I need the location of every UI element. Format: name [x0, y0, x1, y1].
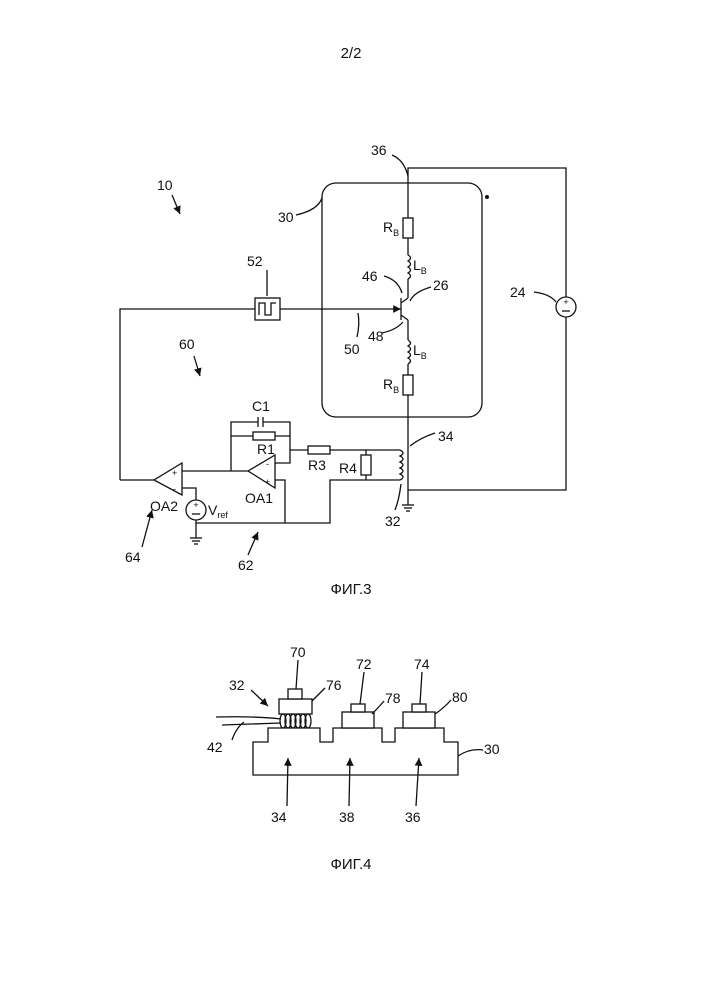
opamp-oa1: [248, 455, 275, 488]
svg-text:-: -: [266, 459, 269, 469]
resistor-r1: [253, 432, 275, 440]
ref-34: 34: [438, 428, 454, 444]
ref-62: 62: [238, 557, 254, 573]
ref-42: 42: [207, 739, 223, 755]
label-r4: R4: [339, 460, 357, 476]
ref-46: 46: [362, 268, 378, 284]
ref-32: 32: [385, 513, 401, 529]
ref-80: 80: [452, 689, 468, 705]
ref-78: 78: [385, 690, 401, 706]
label-c1: C1: [252, 398, 270, 414]
label-oa2: OA2: [150, 498, 178, 514]
page-number: 2/2: [341, 45, 362, 62]
svg-text:+: +: [265, 477, 270, 487]
figure-3-caption: ФИГ.3: [331, 581, 372, 598]
ref-30: 30: [278, 209, 294, 225]
resistor-r4: [361, 455, 371, 475]
ref-48: 48: [368, 328, 384, 344]
terminal-70: [288, 689, 302, 699]
label-r3: R3: [308, 457, 326, 473]
ref-52: 52: [247, 253, 263, 269]
ref-64: 64: [125, 549, 141, 565]
ref-60: 60: [179, 336, 195, 352]
label-lb-bottom: LB: [413, 342, 427, 361]
ref-36: 36: [371, 142, 387, 158]
resistor-rb-bottom: [403, 375, 413, 395]
terminal-72: [351, 704, 365, 712]
opamp-oa2: [154, 463, 182, 495]
ref-30-fig4: 30: [484, 741, 500, 757]
ref-50: 50: [344, 341, 360, 357]
sense-coil-32: [400, 450, 403, 480]
label-r1: R1: [257, 441, 275, 457]
ref-24: 24: [510, 284, 526, 300]
label-oa1: OA1: [245, 490, 273, 506]
label-rb-bottom: RB: [383, 376, 399, 395]
svg-text:-: -: [173, 484, 176, 494]
ref-36-fig4: 36: [405, 809, 421, 825]
module-outline: [322, 183, 482, 417]
coil-32: [280, 714, 311, 728]
resistor-r3: [308, 446, 330, 454]
inductor-lb-bottom: [408, 340, 411, 364]
terminal-74: [412, 704, 426, 712]
ref-34-fig4: 34: [271, 809, 287, 825]
gate-drive-wire: [120, 309, 255, 480]
ref-26: 26: [433, 277, 449, 293]
ref-38: 38: [339, 809, 355, 825]
ref-32-fig4: 32: [229, 677, 245, 693]
figure-4-module: 70 72 74 76 78 80 32 42 30 34 38 36 ФИГ.…: [207, 644, 500, 873]
figure-4-caption: ФИГ.4: [331, 856, 372, 873]
inductor-lb-top: [408, 255, 411, 279]
figure-3-circuit: + - +: [120, 142, 576, 598]
label-vref: Vref: [208, 502, 228, 520]
lead-wires-42: [216, 717, 281, 719]
component-76: [279, 699, 312, 714]
svg-text:+: +: [193, 500, 198, 510]
svg-text:+: +: [563, 297, 568, 307]
component-78: [342, 712, 374, 728]
component-80: [403, 712, 435, 728]
ref-10: 10: [157, 177, 173, 193]
ref-72: 72: [356, 656, 372, 672]
supply-loop-wire: [408, 168, 566, 490]
ref-76: 76: [326, 677, 342, 693]
ref-70: 70: [290, 644, 306, 660]
label-rb-top: RB: [383, 219, 399, 238]
svg-text:+: +: [172, 468, 177, 478]
label-lb-top: LB: [413, 257, 427, 276]
resistor-rb-top: [403, 218, 413, 238]
base-plate: [253, 728, 458, 775]
ref-74: 74: [414, 656, 430, 672]
